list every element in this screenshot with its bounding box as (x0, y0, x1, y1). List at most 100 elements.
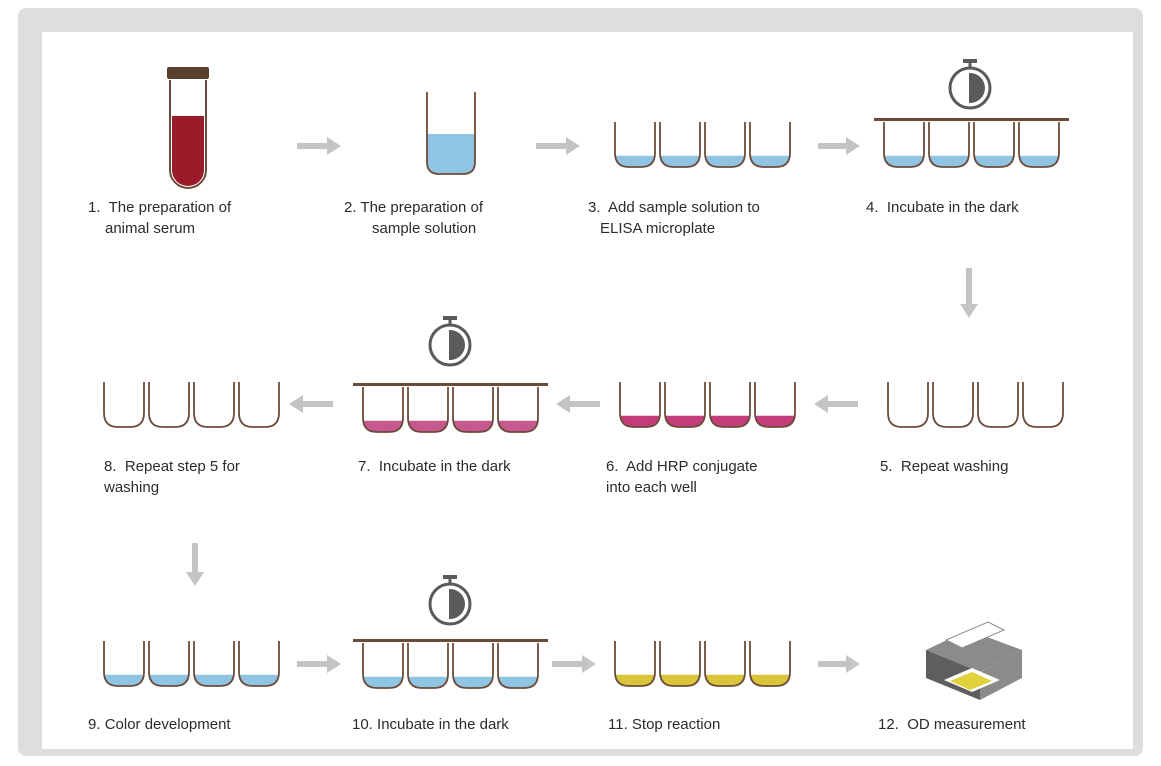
arrow-shaft (192, 543, 198, 572)
well-liquid (974, 155, 1014, 167)
well-outline (614, 641, 656, 687)
arrow-head (327, 655, 341, 673)
step-4-label: 4. Incubate in the dark (866, 199, 1019, 216)
arrow-head (846, 137, 860, 155)
timer-stem (448, 578, 452, 584)
well-liquid (755, 415, 795, 427)
well-outline (754, 382, 796, 428)
arrow-shaft (303, 401, 333, 407)
well-liquid (884, 155, 924, 167)
reader-tray (950, 672, 992, 690)
well-outline (238, 641, 280, 687)
well-outline (362, 387, 404, 433)
arrow-7-to-8 (289, 395, 333, 413)
arrow-head (814, 395, 828, 413)
well-liquid (750, 674, 790, 686)
well-liquid (239, 674, 279, 686)
well-outline (749, 122, 791, 168)
well-liquid (408, 420, 448, 432)
arrow-shaft (297, 143, 327, 149)
well-outline (977, 382, 1019, 428)
well-liquid (104, 674, 144, 686)
well-liquid (453, 420, 493, 432)
well-outline (452, 643, 494, 689)
step-7-label: 7. Incubate in the dark (358, 458, 511, 475)
well-liquid (620, 415, 660, 427)
arrow-shaft (536, 143, 566, 149)
arrow-head (289, 395, 303, 413)
timer-stem (968, 62, 972, 68)
timer-stem (448, 319, 452, 325)
timer-half-fill (450, 589, 465, 619)
tube-blood (172, 116, 204, 186)
empty-plate-step-5 (887, 382, 1064, 428)
well-outline (407, 643, 449, 689)
well-liquid (149, 674, 189, 686)
reader-front-right (980, 650, 1022, 700)
plate-top-bar (353, 383, 548, 386)
well-liquid (408, 676, 448, 688)
well-liquid (615, 674, 655, 686)
well-outline (1018, 122, 1060, 168)
step-6-label: 6. Add HRP conjugate into each well (606, 458, 758, 496)
well-outline (614, 122, 656, 168)
arrow-4-to-5 (960, 268, 978, 318)
plate-reader-icon (926, 621, 1022, 700)
timer-half-fill (450, 330, 465, 360)
arrow-1-to-2 (297, 137, 341, 155)
well-liquid (498, 676, 538, 688)
well-liquid (665, 415, 705, 427)
well-outline (659, 122, 701, 168)
microplate-step-6 (619, 382, 796, 428)
well-outline (497, 387, 539, 433)
timer-button (963, 59, 977, 63)
microplate-step-11 (614, 641, 791, 687)
arrow-head (960, 304, 978, 318)
reader-lid (944, 621, 1006, 649)
microplate-step-7 (353, 383, 548, 433)
plate-top-bar (353, 639, 548, 642)
plate-top-bar (874, 118, 1069, 121)
step-5-label: 5. Repeat washing (880, 458, 1009, 475)
well-liquid (710, 415, 750, 427)
tube-liquid (427, 134, 475, 174)
well-outline (103, 641, 145, 687)
well-outline (928, 122, 970, 168)
well-outline (148, 382, 190, 428)
step-2-label: 2. The preparation of sample solution (344, 199, 483, 237)
microplate-step-9 (103, 641, 280, 687)
well-outline (932, 382, 974, 428)
step-12-label: 12. OD measurement (878, 716, 1026, 733)
timer-step-10 (428, 575, 472, 626)
well-liquid (929, 155, 969, 167)
well-outline (148, 641, 190, 687)
diagram-panel (42, 32, 1133, 749)
arrow-3-to-4 (818, 137, 860, 155)
tube-cap (167, 67, 209, 79)
well-outline (704, 122, 746, 168)
timer-step-7 (428, 316, 472, 367)
well-outline (103, 382, 145, 428)
arrow-shaft (828, 401, 858, 407)
empty-plate-step-8 (103, 382, 280, 428)
well-liquid (660, 674, 700, 686)
arrow-shaft (966, 268, 972, 304)
arrow-9-to-10 (297, 655, 341, 673)
arrow-head (186, 572, 204, 586)
arrow-11-to-12 (818, 655, 860, 673)
well-outline (704, 641, 746, 687)
sample-tube-icon (426, 92, 476, 175)
well-outline (193, 382, 235, 428)
step-10-label: 10. Incubate in the dark (352, 716, 509, 733)
well-outline (887, 382, 929, 428)
arrow-10-to-11 (552, 655, 596, 673)
step-11-label: 11. Stop reaction (608, 716, 721, 733)
arrow-shaft (552, 661, 582, 667)
step-3-label: 3. Add sample solution to ELISA micropla… (588, 199, 760, 237)
well-liquid (660, 155, 700, 167)
well-outline (452, 387, 494, 433)
well-outline (362, 643, 404, 689)
timer-step-4 (948, 59, 992, 110)
arrow-shaft (570, 401, 600, 407)
